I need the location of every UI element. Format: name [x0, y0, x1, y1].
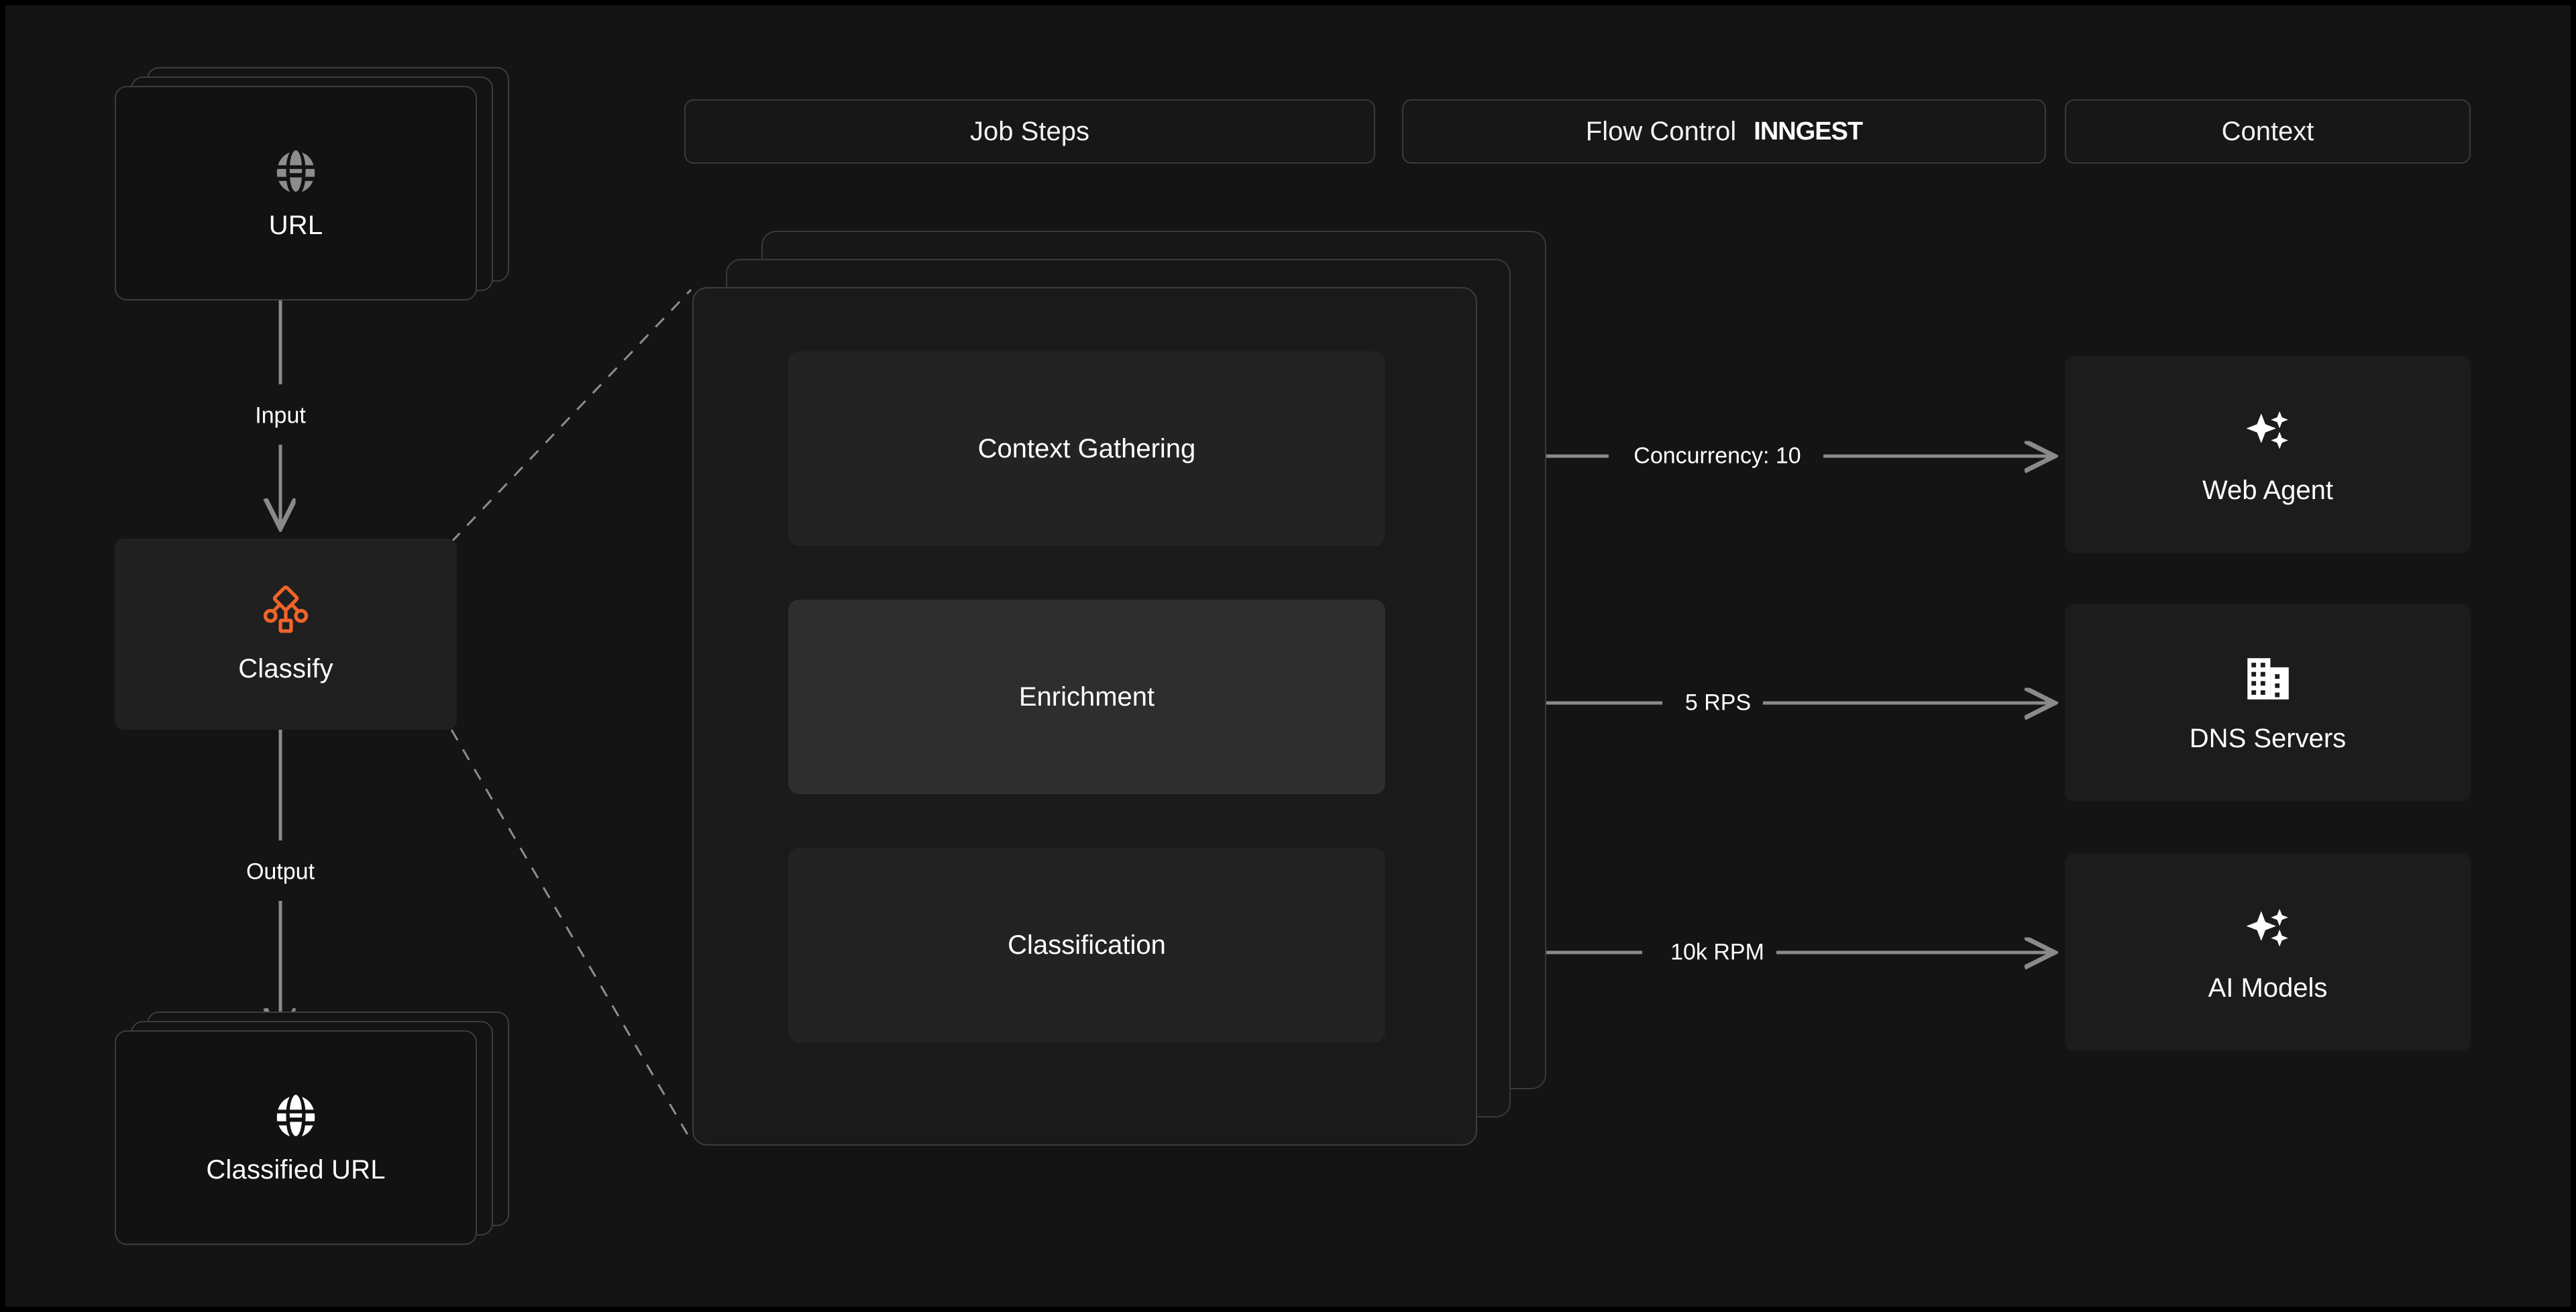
- input-node-url[interactable]: URL: [115, 67, 517, 309]
- context-card-web-agent[interactable]: Web Agent: [2065, 356, 2471, 553]
- input-node-label: URL: [268, 210, 323, 240]
- sparkles-icon: [2246, 411, 2288, 449]
- context-card-label: DNS Servers: [2189, 724, 2347, 753]
- tab-context[interactable]: Context: [2065, 99, 2471, 164]
- output-node-classified-url[interactable]: Classified URL: [115, 1012, 517, 1253]
- globe-icon: [276, 150, 315, 192]
- globe-icon: [276, 1094, 315, 1136]
- diagram-canvas: Job Steps Flow Control INNGEST Context: [5, 5, 2571, 1307]
- tab-flow-control[interactable]: Flow Control INNGEST: [1402, 99, 2046, 164]
- job-step-label: Enrichment: [1018, 681, 1155, 712]
- card-stack-layer-front: URL: [115, 86, 477, 300]
- inngest-wordmark: INNGEST: [1754, 117, 1863, 146]
- tab-job-steps-label: Job Steps: [970, 116, 1089, 146]
- job-step-classification[interactable]: Classification: [788, 848, 1385, 1042]
- context-card-ai-models[interactable]: AI Models: [2065, 853, 2471, 1051]
- tab-context-label: Context: [2221, 116, 2314, 146]
- job-step-label: Classification: [1008, 930, 1166, 960]
- edge-label-concurrency: Concurrency: 10: [1627, 443, 1808, 470]
- job-step-context-gathering[interactable]: Context Gathering: [788, 351, 1385, 546]
- tab-flow-control-label: Flow Control: [1585, 116, 1737, 146]
- building-icon: [2247, 658, 2289, 700]
- context-card-label: Web Agent: [2202, 476, 2333, 505]
- edge-label-input: Input: [248, 402, 313, 429]
- job-step-label: Context Gathering: [977, 433, 1196, 463]
- tab-job-steps[interactable]: Job Steps: [684, 99, 1375, 164]
- edge-label-output: Output: [239, 859, 322, 885]
- edge-label-rpm: 10k RPM: [1664, 939, 1771, 966]
- classify-workflow-icon: [263, 585, 309, 633]
- context-card-label: AI Models: [2208, 973, 2328, 1003]
- job-steps-panel: Context Gathering Enrichment Classificat…: [692, 287, 1477, 1146]
- card-stack-layer-front: Classified URL: [115, 1030, 477, 1245]
- job-step-enrichment[interactable]: Enrichment: [788, 600, 1385, 794]
- sparkles-icon: [2246, 908, 2288, 947]
- process-node-classify[interactable]: Classify: [115, 539, 457, 730]
- context-card-dns-servers[interactable]: DNS Servers: [2065, 604, 2471, 802]
- process-node-label: Classify: [238, 654, 333, 684]
- edge-label-rps: 5 RPS: [1678, 690, 1758, 716]
- output-node-label: Classified URL: [206, 1154, 386, 1185]
